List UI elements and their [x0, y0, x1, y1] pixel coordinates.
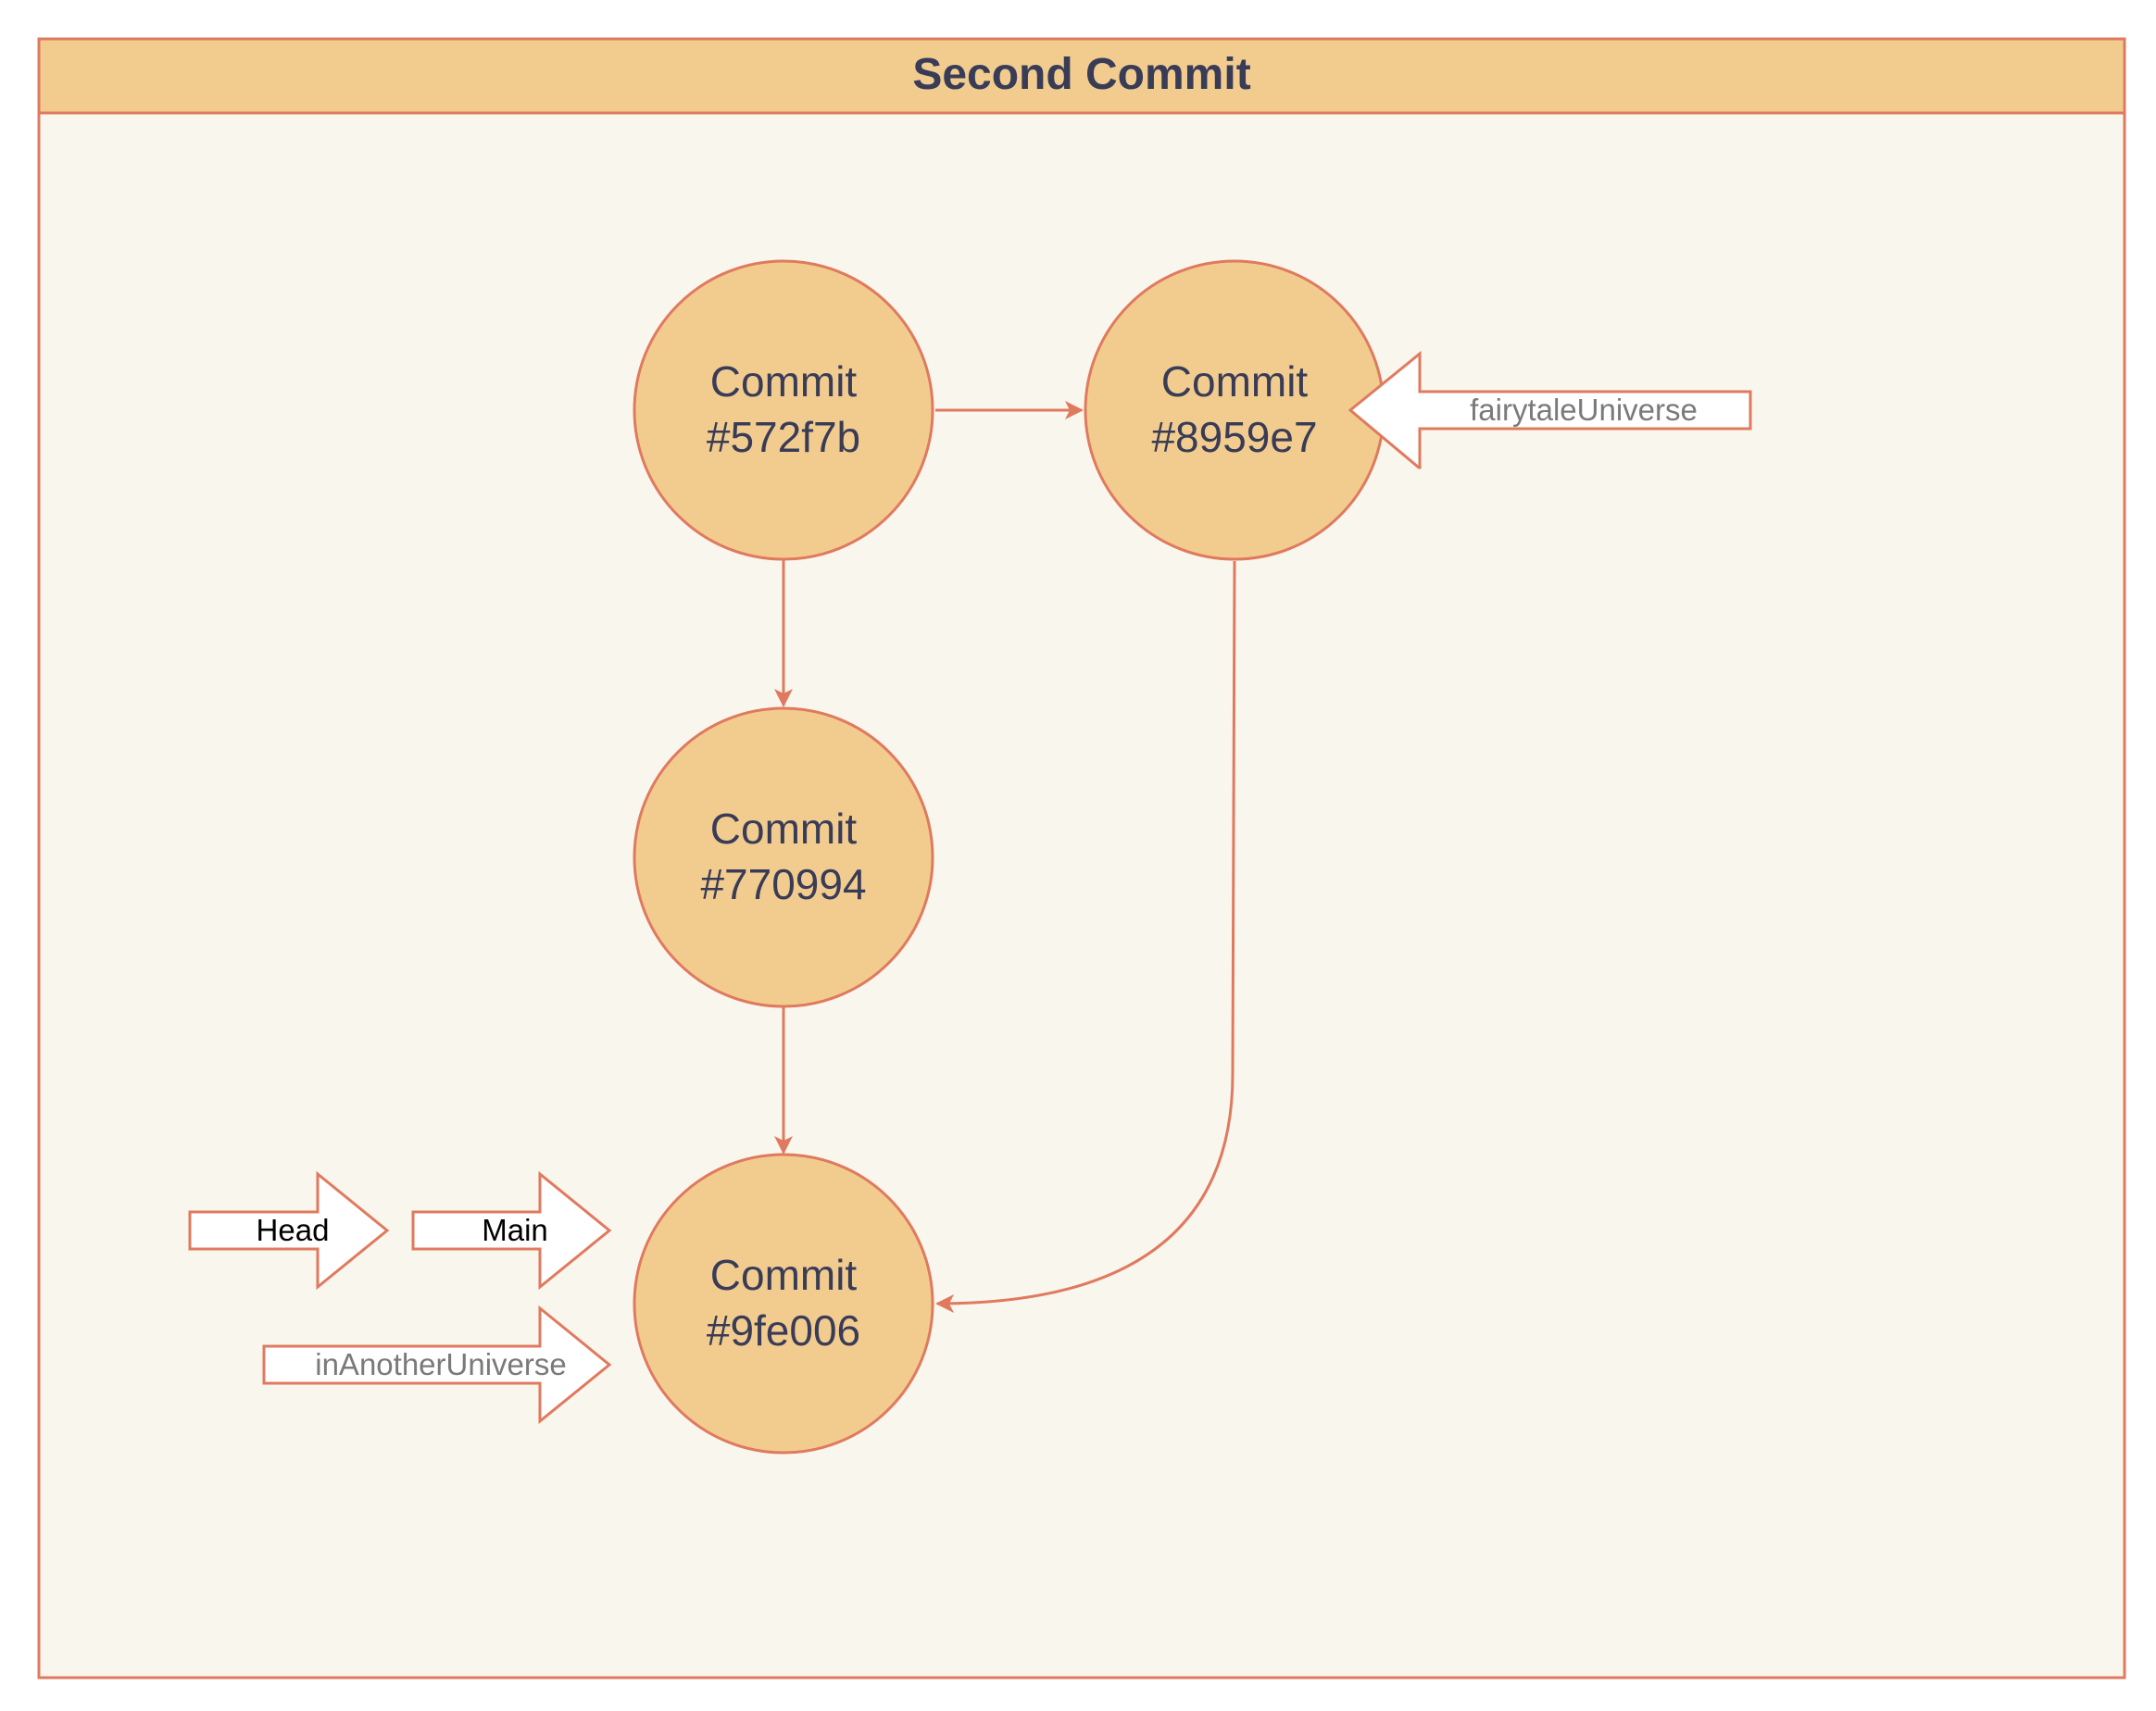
- pointer-fairytale-universe[interactable]: fairytaleUniverse: [1348, 350, 1752, 469]
- pointer-head[interactable]: Head: [188, 1170, 390, 1291]
- container-header: [37, 37, 2126, 115]
- commit-hash: #770994: [700, 860, 866, 908]
- commit-circle: [1084, 259, 1385, 561]
- commit-node[interactable]: Commit #9fe006: [633, 1153, 934, 1455]
- commit-label: Commit: [710, 357, 858, 406]
- pointer-arrow-shape: [1348, 350, 1752, 469]
- commit-node[interactable]: Commit #770994: [633, 706, 934, 1008]
- pointer-in-another-universe[interactable]: inAnotherUniverse: [262, 1305, 612, 1425]
- pointer-label: Main: [482, 1213, 548, 1247]
- commit-label: Commit: [710, 805, 858, 853]
- pointer-arrow-shape: [188, 1170, 390, 1291]
- edges: [774, 401, 1236, 1313]
- pointer-label: Head: [257, 1213, 330, 1247]
- diagram-container: Second Commit: [37, 37, 2126, 1680]
- edge-8959e7-to-9fe006: [935, 560, 1236, 1313]
- commit-hash: #8959e7: [1151, 413, 1317, 461]
- diagram-title: Second Commit: [912, 50, 1250, 99]
- pointer-arrow-shape: [411, 1170, 612, 1291]
- pointer-label: fairytaleUniverse: [1470, 393, 1698, 427]
- commit-hash: #572f7b: [707, 413, 860, 461]
- commit-node[interactable]: Commit #8959e7: [1084, 259, 1385, 561]
- commit-circle: [633, 706, 934, 1008]
- commit-circle: [633, 259, 934, 561]
- commit-label: Commit: [710, 1251, 858, 1299]
- commit-node[interactable]: Commit #572f7b: [633, 259, 934, 561]
- pointer-label: inAnotherUniverse: [315, 1347, 566, 1381]
- pointer-arrow-shape: [262, 1305, 612, 1425]
- commit-circle: [633, 1153, 934, 1455]
- container-body: [37, 37, 2126, 1680]
- pointer-main[interactable]: Main: [411, 1170, 612, 1291]
- commit-hash: #9fe006: [707, 1306, 860, 1355]
- commit-label: Commit: [1161, 357, 1309, 406]
